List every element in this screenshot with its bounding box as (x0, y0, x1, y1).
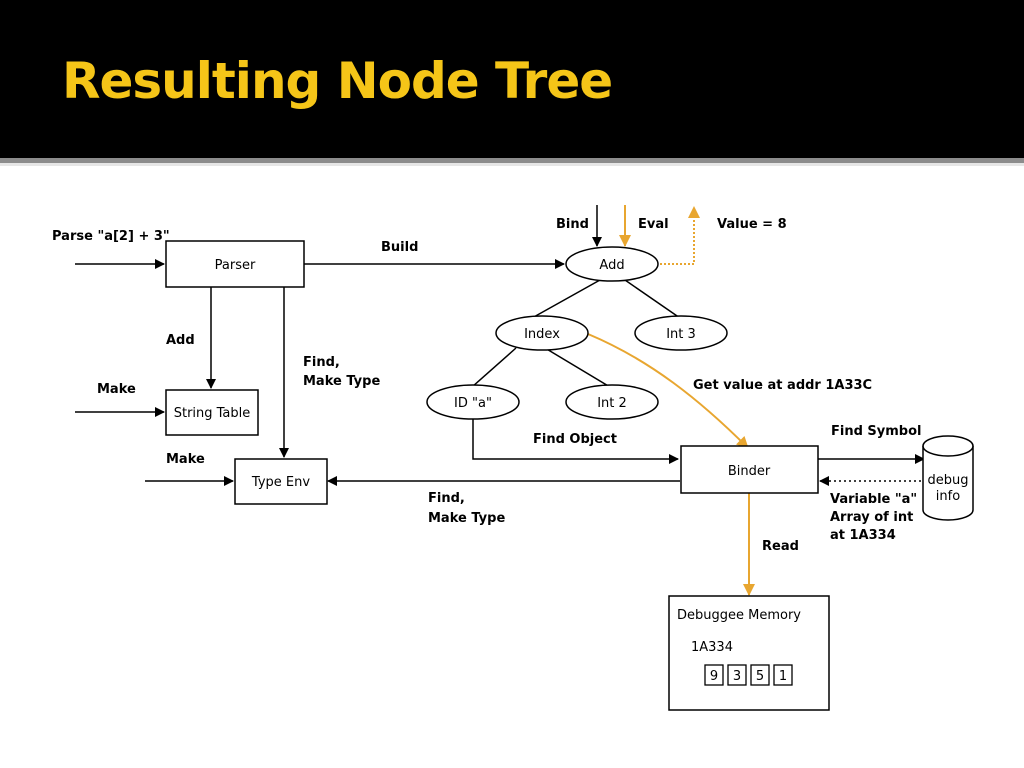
binder-node: Binder (680, 445, 819, 494)
add-label: Add (166, 333, 195, 348)
id-a-node: ID "a" (426, 384, 520, 420)
find-object-arrow (472, 418, 679, 464)
connectors (75, 205, 925, 486)
svg-text:String Table: String Table (174, 406, 251, 421)
read-label: Read (762, 539, 799, 554)
memory-cells (704, 664, 793, 686)
slide-title: Resulting Node Tree (62, 52, 613, 110)
memory-cell (704, 664, 724, 686)
debuggee-memory-node: Debuggee Memory 1A334 9 3 5 1 (668, 595, 830, 711)
title-bar (0, 0, 1024, 158)
variable-info-label: at 1A334 (830, 528, 896, 543)
svg-text:Type Env: Type Env (251, 475, 310, 490)
memory-address: 1A334 (691, 640, 733, 655)
title-divider-highlight (0, 163, 1024, 166)
tree-edge-add-int3 (624, 279, 681, 319)
tree-edge-index-int2 (544, 347, 611, 388)
memory-cell (727, 664, 747, 686)
memory-cell-value: 9 (710, 669, 718, 684)
memory-cell (773, 664, 793, 686)
memory-cell-value: 1 (779, 669, 787, 684)
svg-text:info: info (936, 489, 960, 504)
svg-text:Binder: Binder (728, 464, 771, 479)
bind-label: Bind (556, 217, 589, 232)
find-make-type-binder-label: Make Type (428, 511, 505, 526)
find-object-label: Find Object (533, 432, 617, 447)
svg-text:ID "a": ID "a" (454, 396, 492, 411)
add-node: Add (565, 246, 659, 282)
debug-info-cylinder: debug info (922, 435, 974, 521)
svg-text:Parser: Parser (215, 258, 256, 273)
variable-info-label: Variable "a" (830, 492, 917, 507)
make-string-label: Make (97, 382, 136, 397)
get-value-label: Get value at addr 1A33C (693, 378, 872, 393)
svg-text:Int 2: Int 2 (597, 396, 627, 411)
memory-cell-value: 3 (733, 669, 741, 684)
build-label: Build (381, 240, 418, 255)
index-node: Index (495, 315, 589, 351)
get-value-arrow (587, 333, 749, 449)
tree-edge-add-index (531, 279, 601, 319)
title-divider (0, 158, 1024, 163)
find-symbol-label: Find Symbol (831, 424, 922, 439)
find-make-type-parser-label: Find, (303, 355, 340, 370)
svg-text:Int 3: Int 3 (666, 327, 696, 342)
find-make-type-binder-label: Find, (428, 491, 465, 506)
int2-node: Int 2 (565, 384, 659, 420)
eval-label: Eval (638, 217, 669, 232)
svg-text:Add: Add (599, 258, 624, 273)
string-table-node: String Table (165, 389, 259, 436)
int3-node: Int 3 (634, 315, 728, 351)
tree-edge-index-id (471, 347, 517, 388)
variable-info-label: Array of int (830, 510, 913, 525)
svg-text:Debuggee Memory: Debuggee Memory (677, 608, 801, 623)
value-label: Value = 8 (717, 217, 787, 232)
memory-cell-value: 5 (756, 669, 764, 684)
make-type-label: Make (166, 452, 205, 467)
svg-text:debug: debug (928, 473, 969, 488)
type-env-node: Type Env (234, 458, 328, 505)
svg-text:Index: Index (524, 327, 560, 342)
find-make-type-parser-label: Make Type (303, 374, 380, 389)
parser-node: Parser (165, 240, 305, 288)
parse-input-label: Parse "a[2] + 3" (52, 229, 170, 244)
eval-path (587, 205, 755, 596)
value-return-arrow (660, 206, 700, 265)
memory-cell (750, 664, 770, 686)
